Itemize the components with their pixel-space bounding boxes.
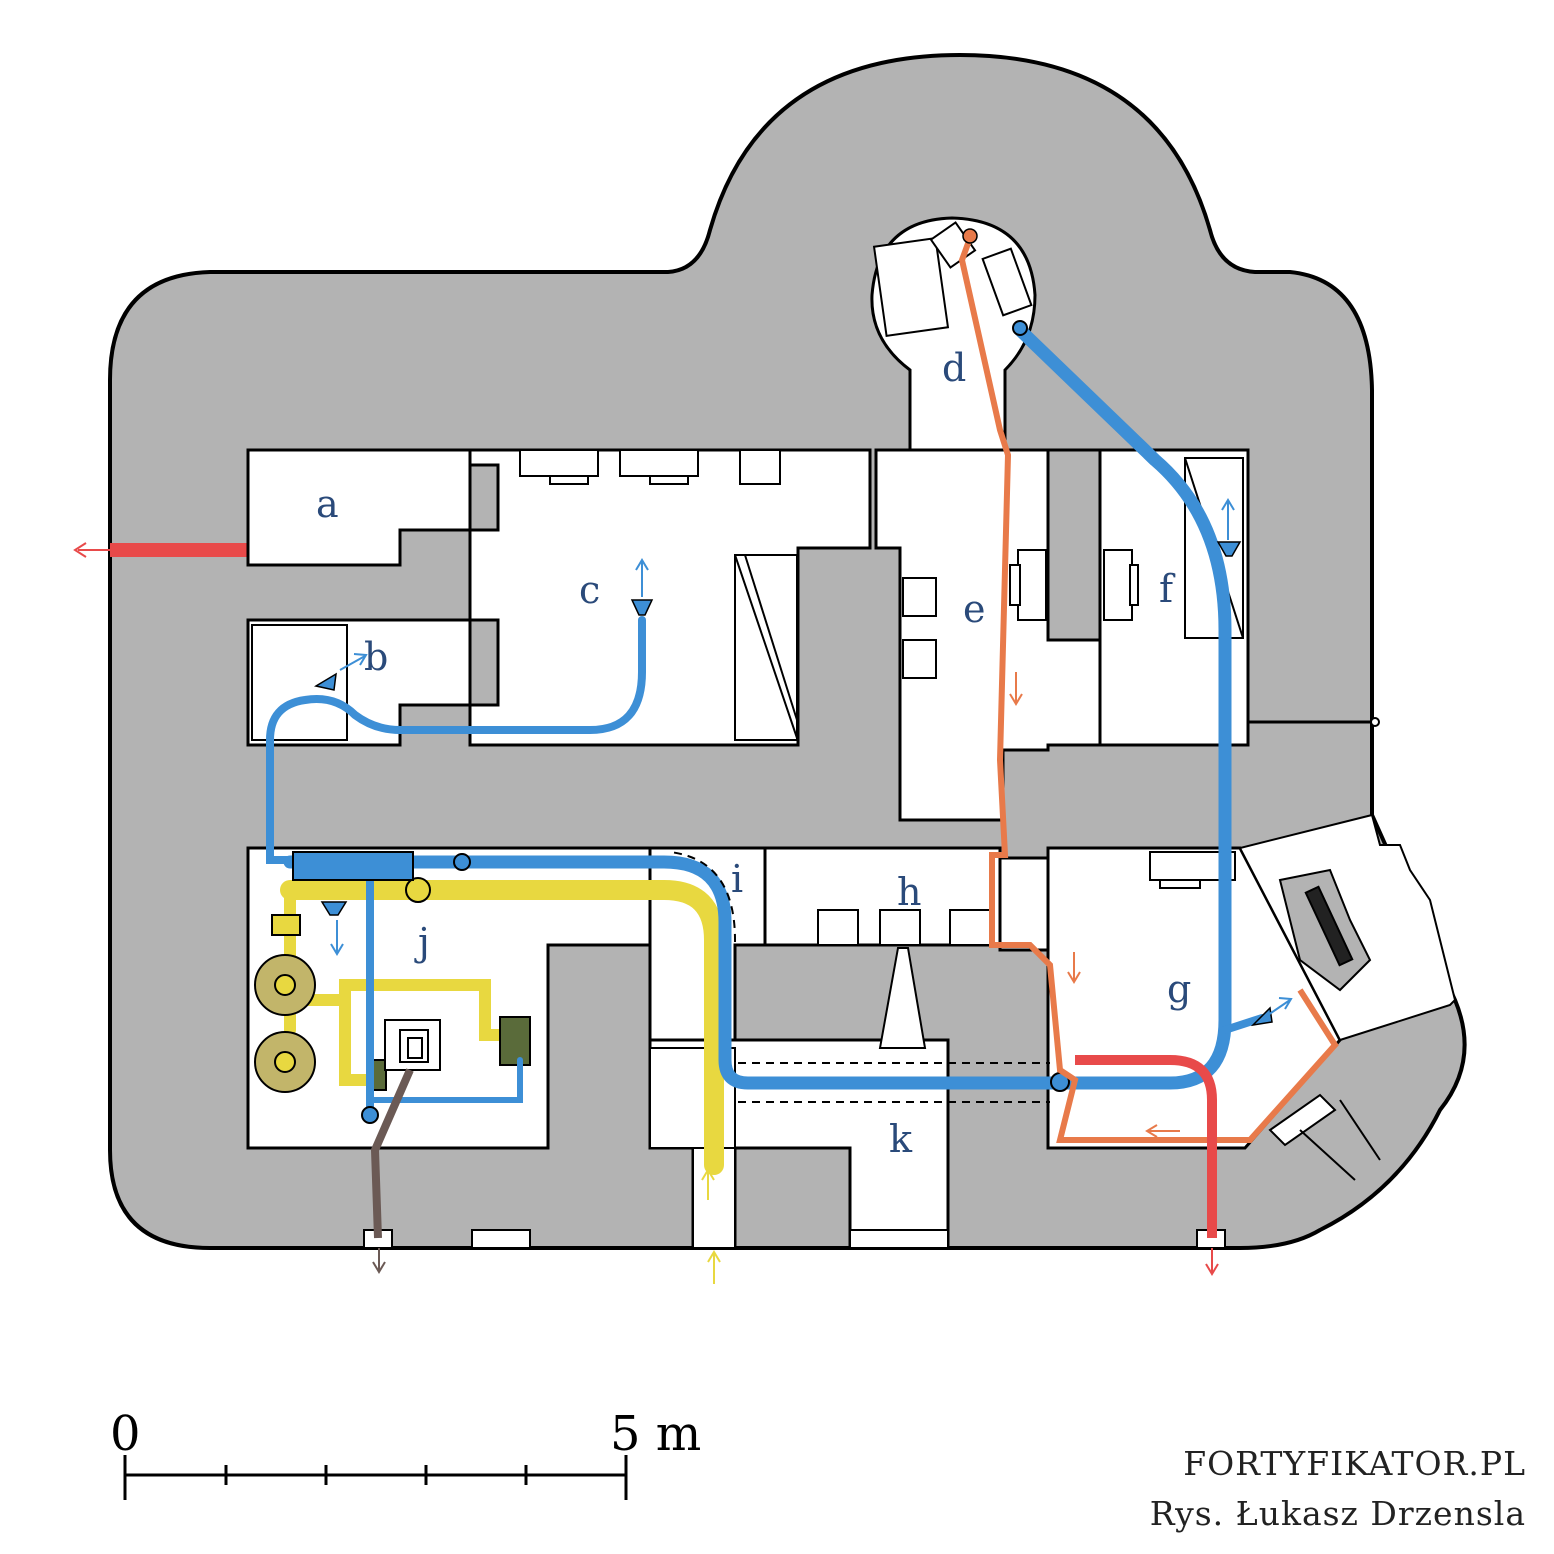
room-label-a: a <box>316 482 339 526</box>
overhead-lines <box>669 851 1050 1103</box>
room-label-h: h <box>897 870 921 914</box>
flow-arrows <box>330 498 1293 1284</box>
embrasure <box>1238 813 1457 1181</box>
fan-units <box>254 877 531 1093</box>
room-label-i: i <box>731 857 743 901</box>
room-label-f: f <box>1159 567 1176 611</box>
signal-line <box>958 236 1339 1143</box>
water-pipes <box>266 323 1266 1119</box>
vent-nozzles <box>314 541 1273 1027</box>
scale-bar <box>123 1455 628 1500</box>
room-label-k: k <box>889 1117 913 1161</box>
generator <box>384 1019 441 1071</box>
credit-author: Rys. Łukasz Drzensla <box>1149 1494 1526 1533</box>
drain-pipe <box>370 1068 414 1239</box>
room-label-c: c <box>579 568 600 612</box>
bottom-openings <box>363 1147 1226 1249</box>
scale-label-end: 5 m <box>610 1406 701 1462</box>
room-label-b: b <box>364 635 388 679</box>
wall-pier-ef <box>1046 448 1102 642</box>
room-label-j: j <box>414 920 430 964</box>
room-g-side <box>998 856 1050 952</box>
scale-label-start: 0 <box>110 1406 141 1462</box>
exhaust-pipe-south <box>1075 1055 1217 1238</box>
room-label-g: g <box>1167 967 1191 1011</box>
room-label-e: e <box>963 587 986 631</box>
pump-node <box>453 853 471 871</box>
water-tank <box>292 851 414 881</box>
credit-site: FORTYFIKATOR.PL <box>1183 1444 1526 1483</box>
exhaust-outlet-left <box>110 543 250 557</box>
room-label-d: d <box>942 346 966 390</box>
